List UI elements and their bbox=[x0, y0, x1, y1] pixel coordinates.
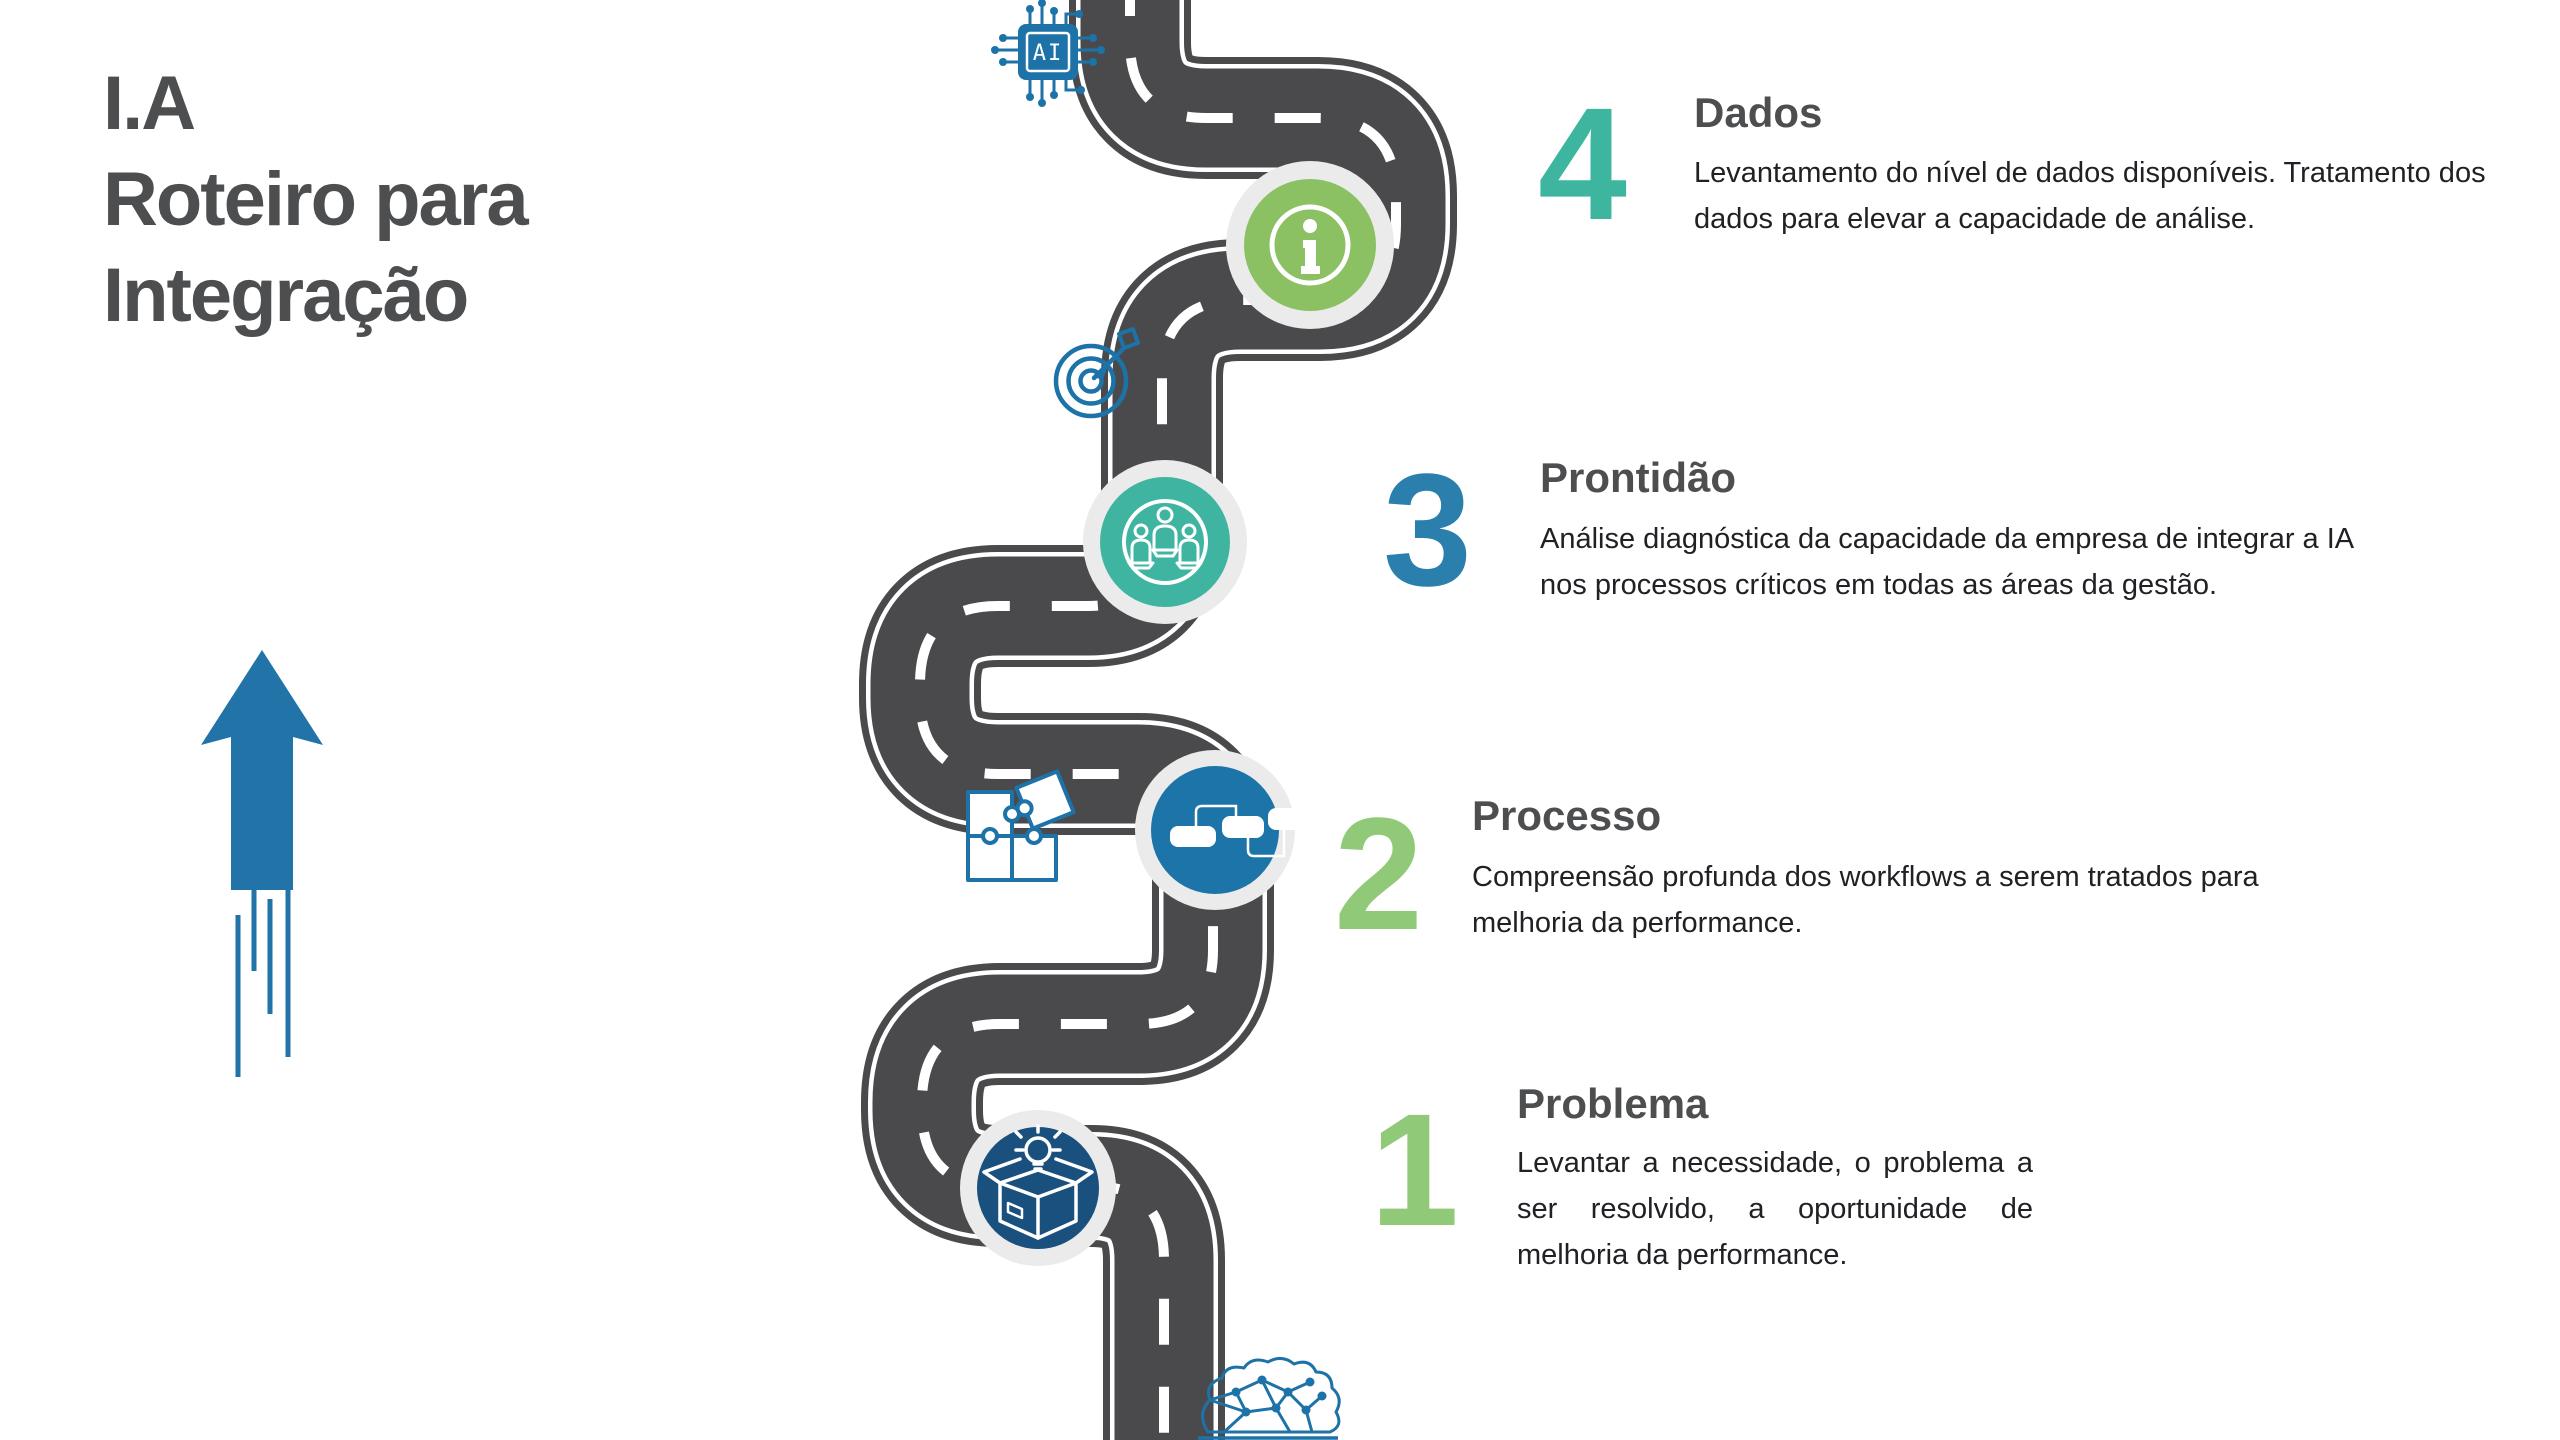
step-number-3: 3 bbox=[1383, 440, 1472, 619]
puzzle-icon bbox=[966, 769, 1076, 882]
step-number-1: 1 bbox=[1370, 1080, 1459, 1259]
step-title-processo: Processo bbox=[1472, 792, 1662, 839]
ai-chip-label: AI bbox=[1033, 41, 1064, 66]
info-icon bbox=[1226, 161, 1394, 329]
step-title-prontidao: Prontidão bbox=[1540, 454, 1736, 501]
step-description-processo: Compreensão profunda dos workflows a ser… bbox=[1472, 861, 2259, 939]
workflow-icon bbox=[1135, 750, 1312, 910]
title-line-3: Integração bbox=[103, 253, 469, 338]
step-title-problema: Problema bbox=[1517, 1080, 1709, 1127]
target-icon bbox=[1053, 327, 1140, 419]
step-number-4: 4 bbox=[1538, 74, 1627, 253]
step-number-2: 2 bbox=[1334, 784, 1423, 963]
idea-box-icon bbox=[960, 1110, 1116, 1266]
network-rock-icon bbox=[1198, 1357, 1341, 1440]
step-description-problema: Levantar a necessidade, o problema a ser… bbox=[1517, 1147, 2033, 1271]
winding-road bbox=[859, 0, 1457, 1440]
title-line-1: I.A bbox=[103, 61, 196, 146]
step-description-dados: Levantamento do nível de dados disponíve… bbox=[1694, 157, 2486, 235]
page-title: I.A Roteiro para Integração bbox=[103, 56, 529, 344]
ai-chip-icon: AI bbox=[991, 0, 1105, 107]
team-icon bbox=[1083, 460, 1247, 624]
title-line-2: Roteiro para bbox=[103, 157, 529, 242]
step-description-prontidao: Análise diagnóstica da capacidade da emp… bbox=[1540, 523, 2353, 601]
growth-arrow-icon bbox=[201, 650, 323, 1077]
step-title-dados: Dados bbox=[1694, 89, 1823, 136]
